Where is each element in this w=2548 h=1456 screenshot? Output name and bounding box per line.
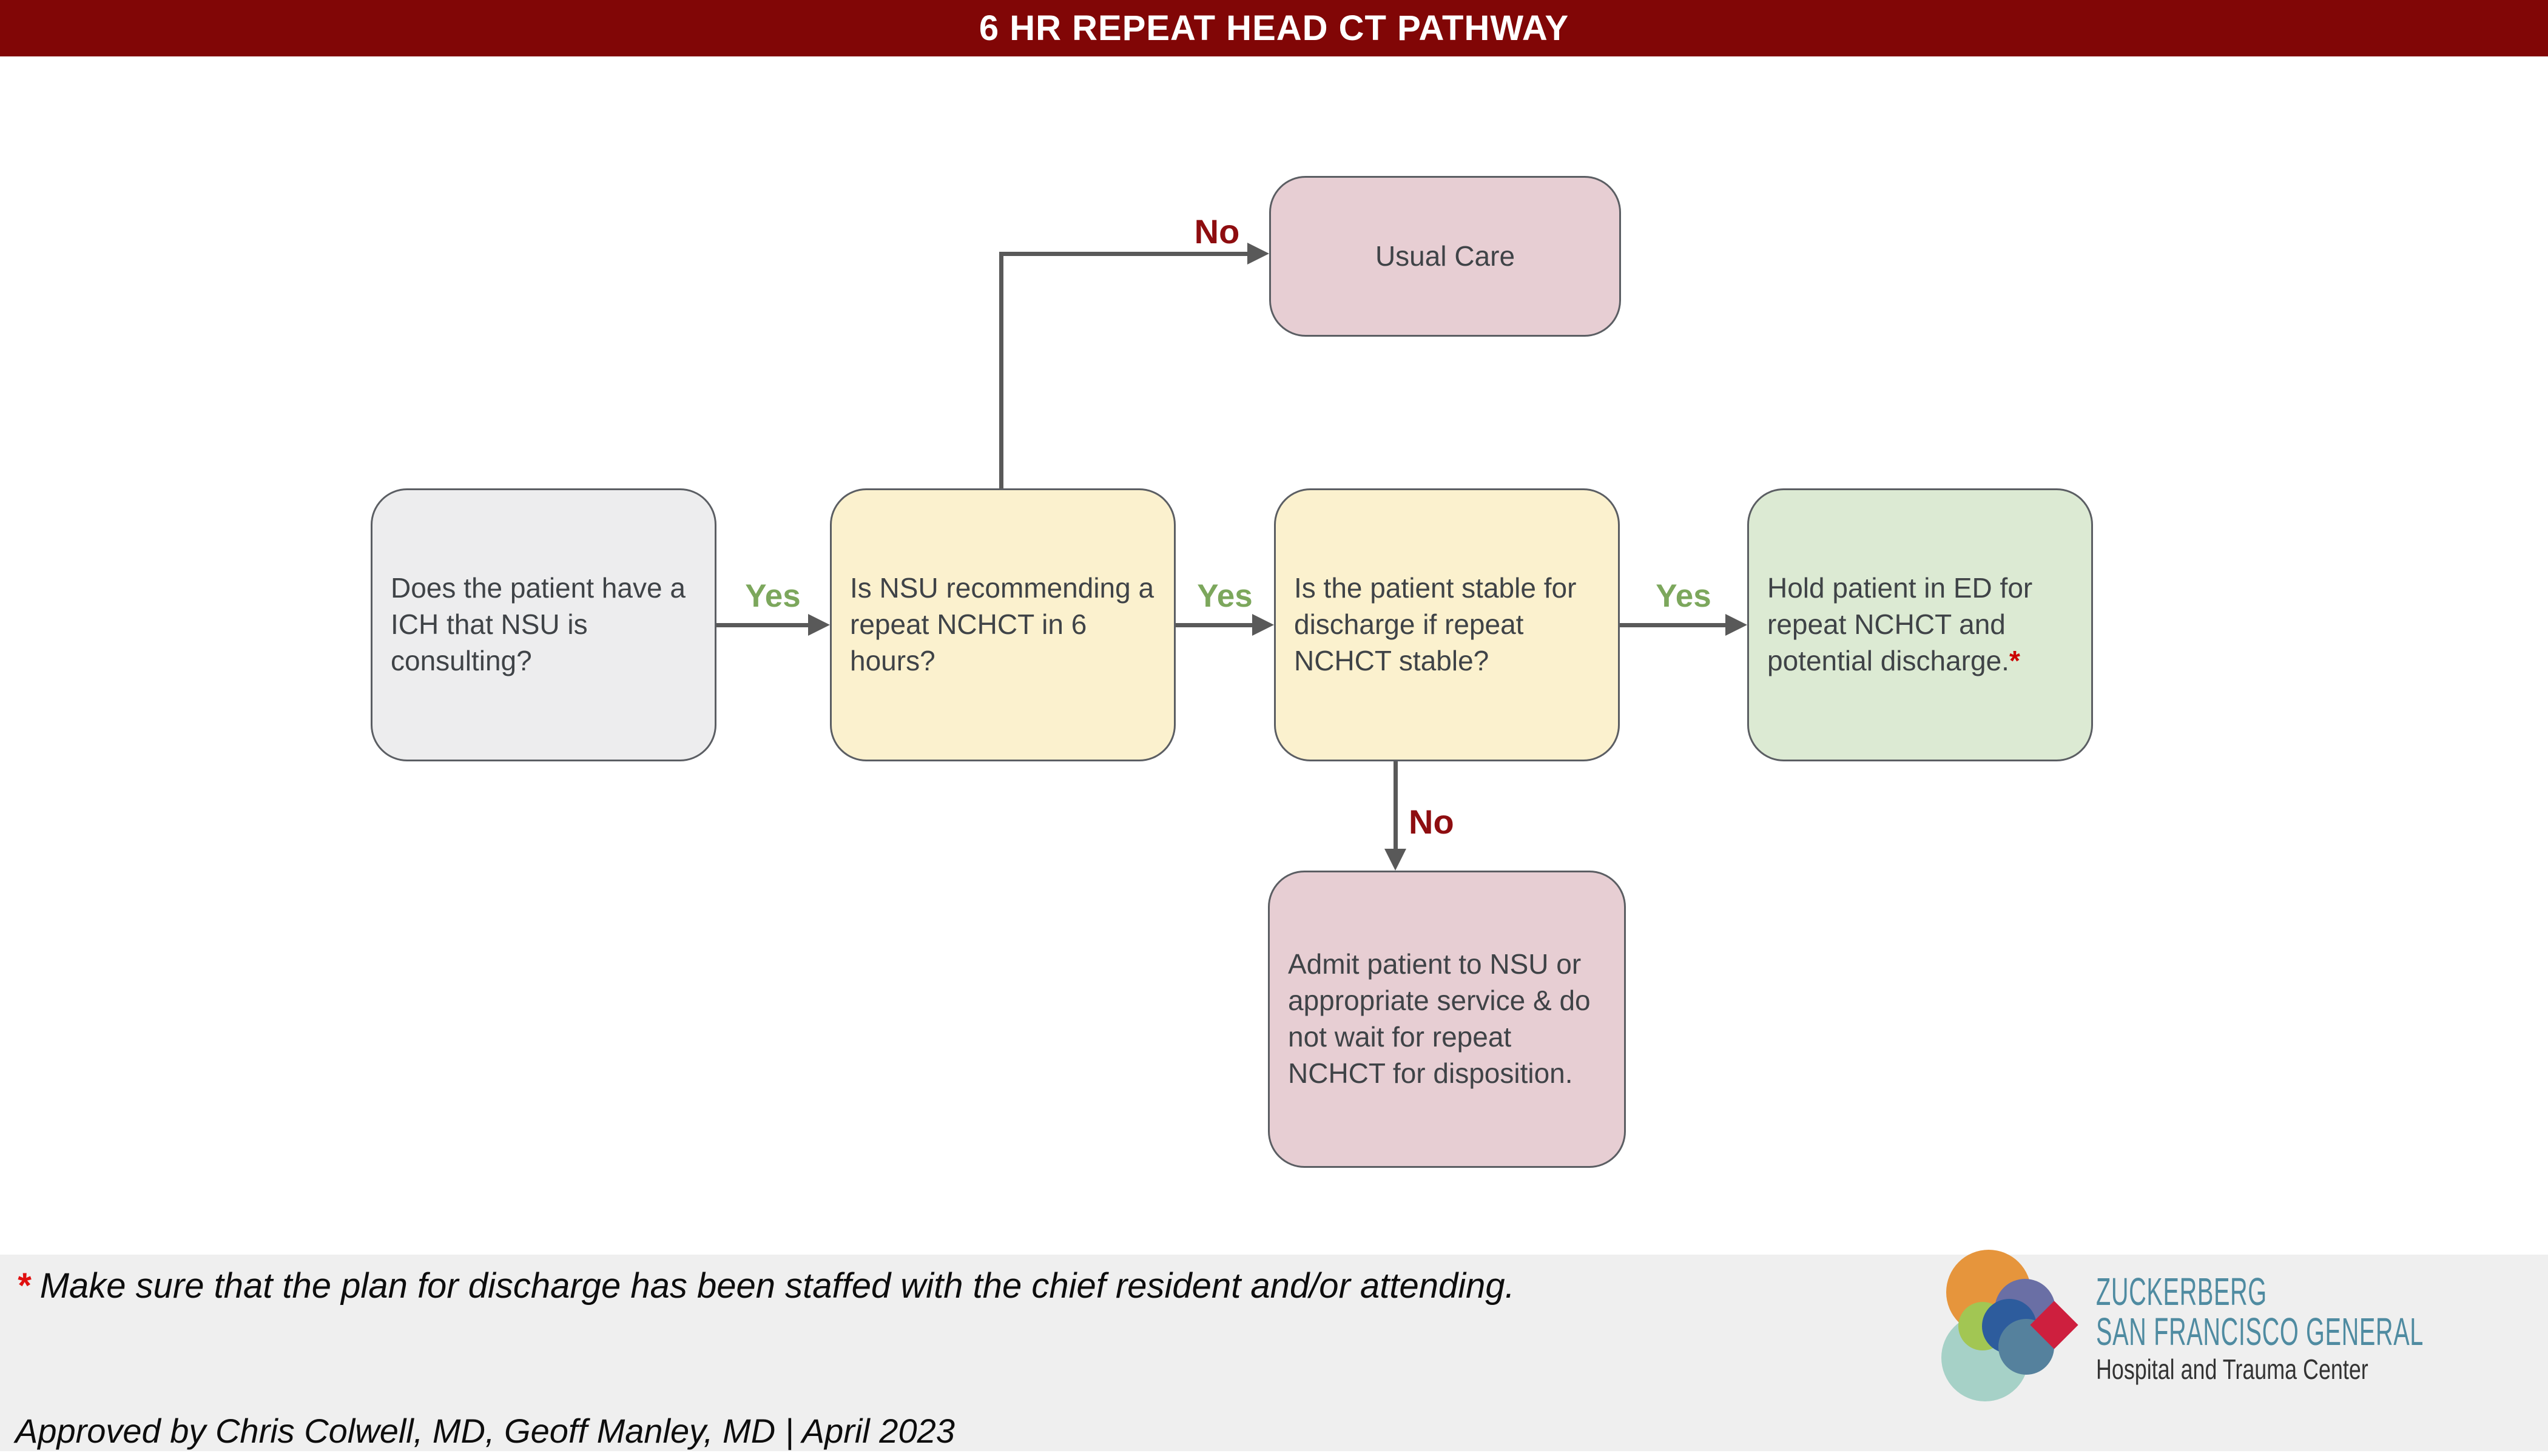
logo-text-line3: Hospital and Trauma Center [2096, 1353, 2368, 1385]
arrow-q3-to-hold-arrowhead-icon [1725, 614, 1747, 636]
edge-label-yes-1: Yes [745, 578, 801, 614]
approved-by-line: Approved by Chris Colwell, MD, Geoff Man… [15, 1412, 955, 1450]
node-text: Admit patient to NSU or appropriate serv… [1288, 948, 1591, 1089]
node-question-ich-consult: Does the patient have a ICH that NSU is … [371, 488, 716, 761]
node-text: Hold patient in ED for repeat NCHCT and … [1749, 570, 2091, 679]
arrow-q3-to-admit-arrowhead-icon [1384, 849, 1406, 871]
page-title: 6 HR REPEAT HEAD CT PATHWAY [979, 8, 1569, 48]
logo-text-line2: SAN FRANCISCO GENERAL [2096, 1310, 2424, 1353]
arrow-q2-to-usualcare-vertical-line [999, 254, 1003, 488]
footer-band [0, 1255, 2548, 1451]
node-text: Is the patient stable for discharge if r… [1294, 572, 1577, 676]
node-question-repeat-nchct: Is NSU recommending a repeat NCHCT in 6 … [830, 488, 1176, 761]
footnote-asterisk-marker: * [2009, 644, 2020, 676]
arrow-q1-to-q2-arrowhead-icon [808, 614, 830, 636]
edge-label-no-1: No [1194, 212, 1240, 251]
node-text-main: Hold patient in ED for repeat NCHCT and … [1767, 572, 2033, 676]
logo-text-line1: ZUCKERBERG [2096, 1270, 2267, 1313]
node-text: Usual Care [1375, 240, 1515, 272]
node-outcome-admit: Admit patient to NSU or appropriate serv… [1268, 871, 1626, 1168]
arrow-q3-to-hold-line [1620, 623, 1725, 627]
arrow-q1-to-q2-line [716, 623, 808, 627]
footnote-text: Make sure that the plan for discharge ha… [30, 1266, 1515, 1306]
zsfg-logo-icon [1941, 1250, 2078, 1401]
arrow-q2-to-q3-arrowhead-icon [1252, 614, 1274, 636]
node-text: Is NSU recommending a repeat NCHCT in 6 … [850, 572, 1154, 676]
footnote: * Make sure that the plan for discharge … [16, 1266, 1515, 1306]
node-outcome-hold-in-ed: Hold patient in ED for repeat NCHCT and … [1747, 488, 2093, 761]
edge-label-yes-3: Yes [1656, 578, 1711, 614]
header-bar: 6 HR REPEAT HEAD CT PATHWAY [0, 0, 2548, 56]
arrow-q2-to-usualcare-horizontal-line [999, 252, 1247, 256]
node-text: Does the patient have a ICH that NSU is … [391, 572, 686, 676]
arrow-q2-to-q3-line [1176, 623, 1252, 627]
arrow-q2-to-usualcare-arrowhead-icon [1247, 243, 1269, 265]
footnote-asterisk: * [16, 1266, 30, 1306]
node-question-stable-discharge: Is the patient stable for discharge if r… [1274, 488, 1620, 761]
node-outcome-usual-care: Usual Care [1269, 176, 1621, 337]
edge-label-no-2: No [1409, 803, 1454, 841]
edge-label-yes-2: Yes [1197, 578, 1253, 614]
arrow-q3-to-admit-line [1394, 761, 1398, 849]
